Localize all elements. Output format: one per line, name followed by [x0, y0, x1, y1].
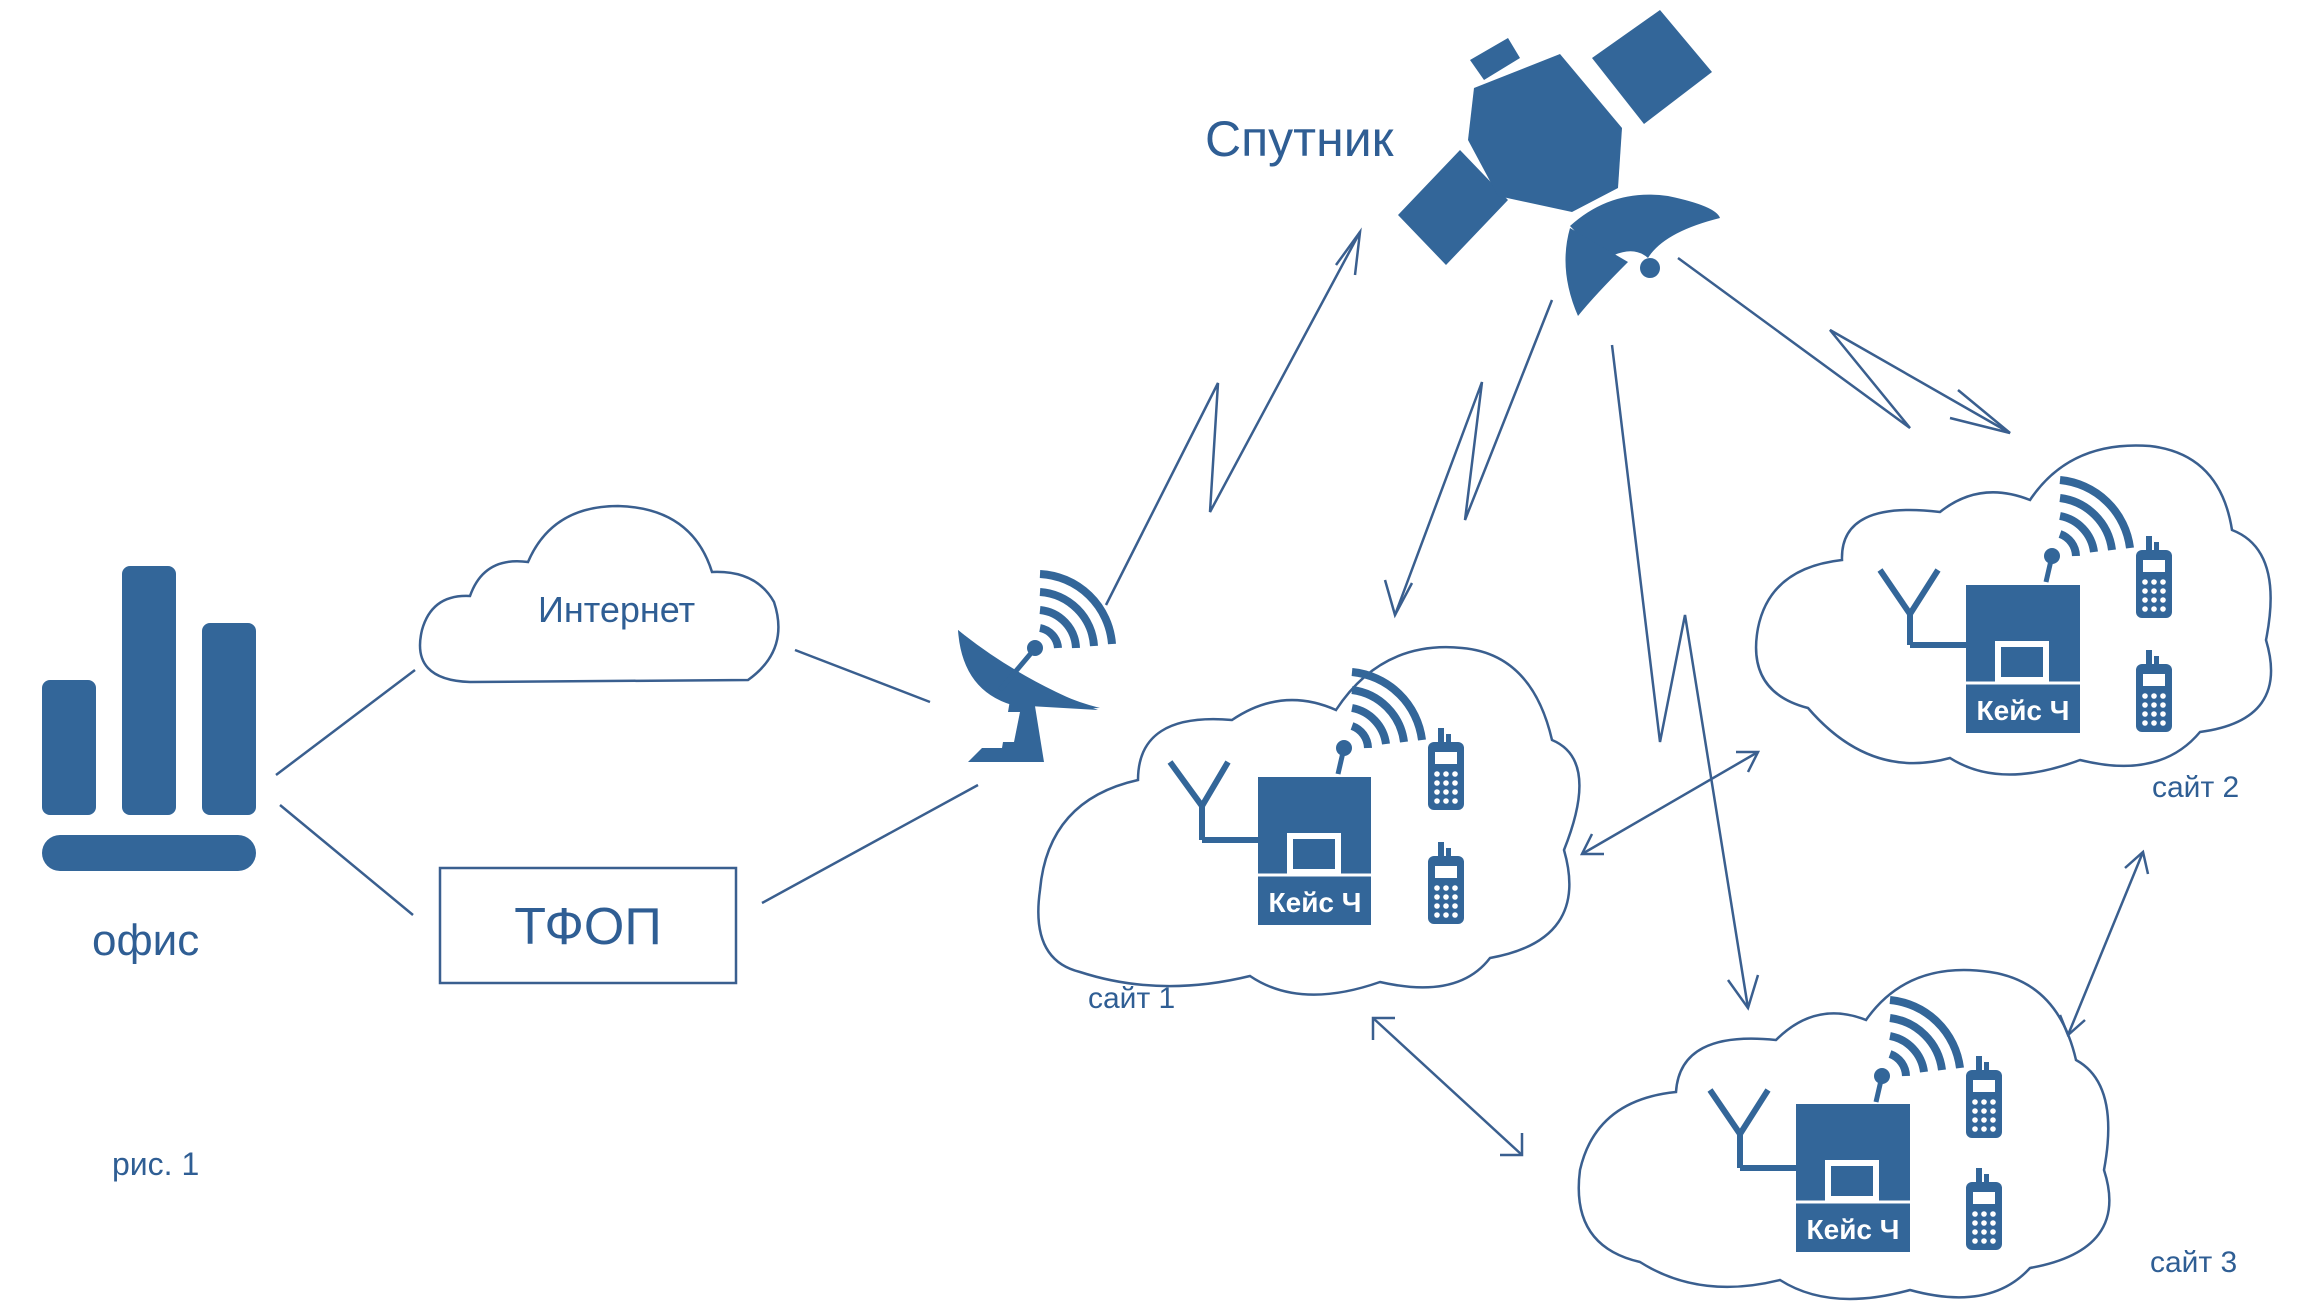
- pstn-label: ТФОП: [514, 898, 661, 956]
- satellite-dish-icon: [958, 570, 1116, 762]
- wifi-signal-icon: [2044, 480, 2130, 582]
- site-3: Кейс Ч сайт 3: [1577, 968, 2237, 1301]
- antenna-icon: [1877, 568, 1966, 648]
- case-station-icon: Кейс Ч: [1966, 585, 2080, 733]
- radio-links: [1104, 227, 2011, 1011]
- site-1: Кейс Ч сайт 1: [1037, 645, 1581, 1015]
- case-station-icon: Кейс Ч: [1796, 1104, 1910, 1252]
- wifi-signal-icon: [1336, 672, 1422, 774]
- internet-cloud: [418, 504, 780, 684]
- satellite-icon: [1398, 10, 1720, 316]
- site-2-case-label: Кейс Ч: [1977, 695, 2070, 726]
- radio-handset-icon: [1966, 1168, 2002, 1250]
- site-links: [1371, 750, 2150, 1157]
- wired-links: [275, 648, 979, 916]
- figure-caption: рис. 1: [112, 1146, 199, 1182]
- internet-label: Интернет: [538, 589, 695, 630]
- radio-handset-icon: [1428, 728, 1464, 810]
- wifi-signal-icon: [1874, 1000, 1960, 1102]
- radio-handset-icon: [1428, 842, 1464, 924]
- radio-handset-icon: [2136, 650, 2172, 732]
- site-2: Кейс Ч сайт 2: [1754, 444, 2273, 804]
- antenna-icon: [1707, 1088, 1796, 1171]
- cloud-icon: [1577, 968, 2111, 1301]
- pstn-box: [438, 866, 738, 985]
- office-building-icon: [42, 566, 256, 871]
- radio-handset-icon: [2136, 536, 2172, 618]
- satellite-label: Спутник: [1205, 111, 1395, 167]
- site-3-case-label: Кейс Ч: [1807, 1214, 1900, 1245]
- cloud-icon: [1754, 444, 2273, 776]
- radio-handset-icon: [1966, 1056, 2002, 1138]
- site-1-case-label: Кейс Ч: [1269, 887, 1362, 918]
- site-1-label: сайт 1: [1088, 982, 1175, 1015]
- case-station-icon: Кейс Ч: [1258, 777, 1371, 925]
- office-label: офис: [92, 916, 199, 965]
- cloud-icon: [1037, 645, 1581, 996]
- site-3-label: сайт 3: [2150, 1246, 2237, 1279]
- site-2-label: сайт 2: [2152, 771, 2239, 804]
- antenna-icon: [1167, 760, 1258, 843]
